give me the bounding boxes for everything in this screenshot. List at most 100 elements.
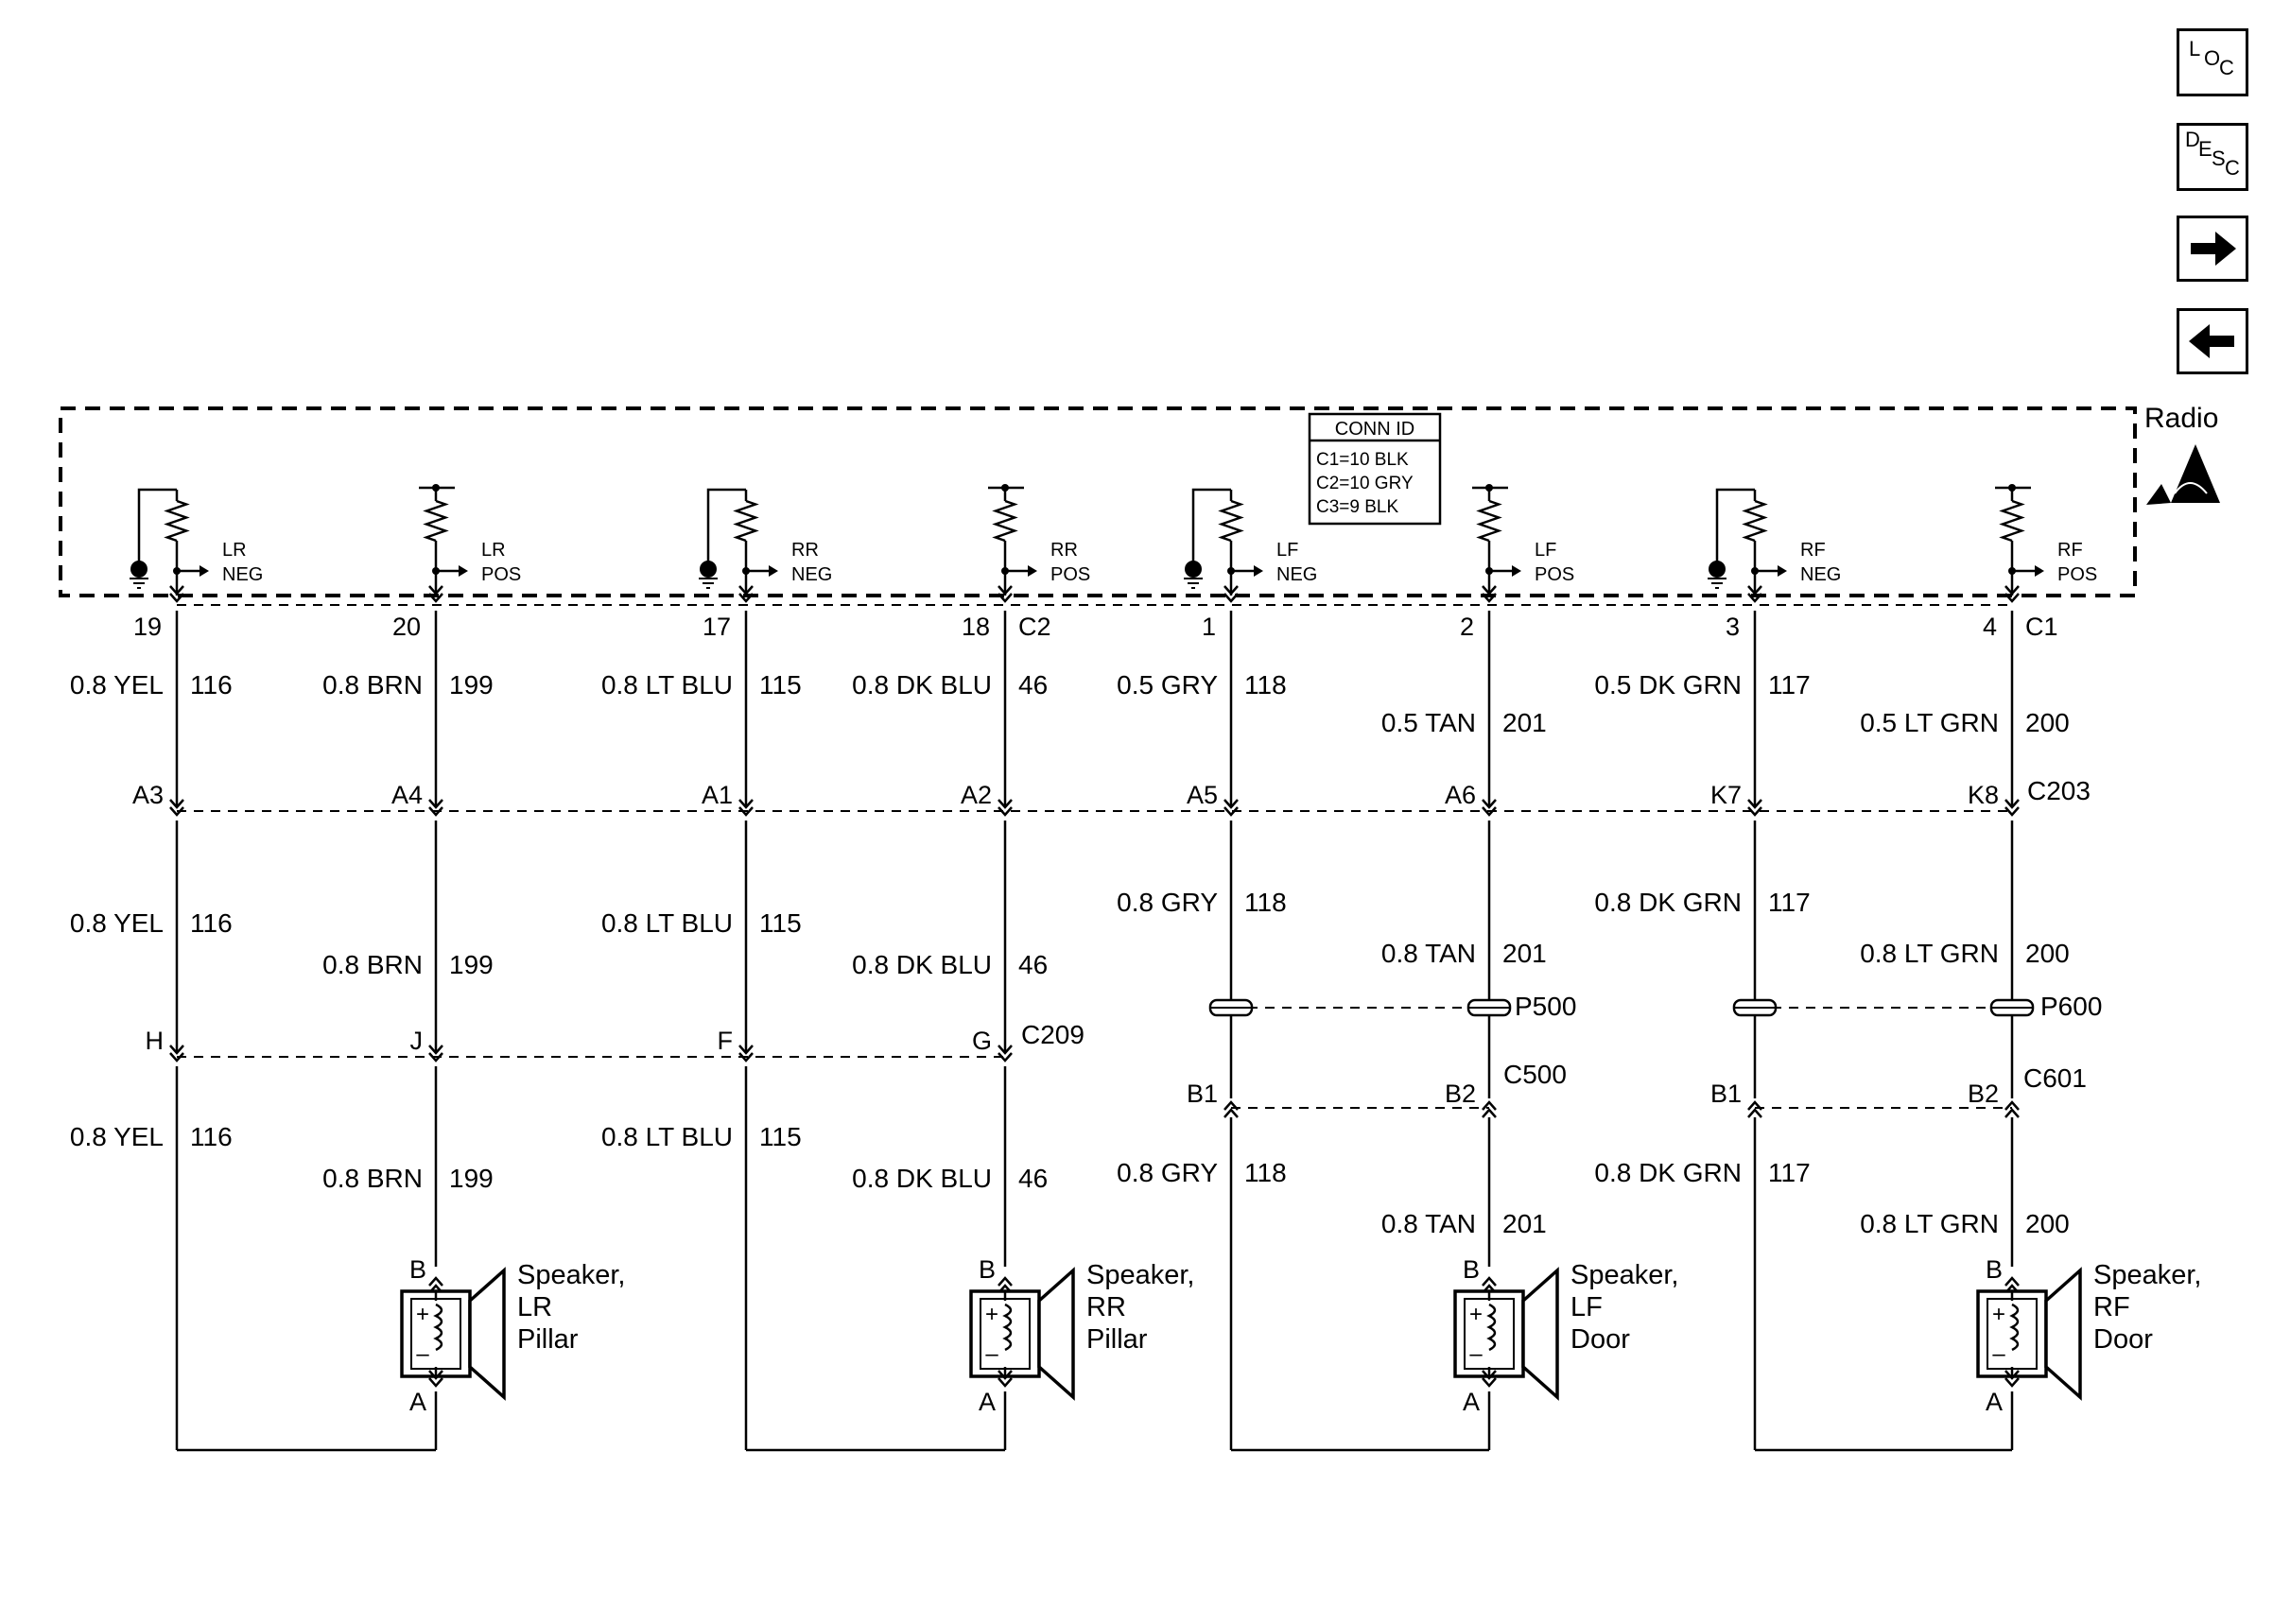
connector-terminal-icon [2004, 1370, 2020, 1388]
speaker-pin-a: A [1463, 1388, 1480, 1416]
wire-color-label: 0.8 YEL [70, 670, 164, 700]
connector-terminal-icon [1747, 799, 1762, 817]
ground-lead [137, 488, 177, 563]
wire-color-label: 0.8 LT BLU [601, 670, 733, 700]
conn-id-title: CONN ID [1335, 419, 1414, 440]
circuit-number: 46 [1018, 1164, 1048, 1193]
pin-number: 17 [703, 613, 731, 641]
next-button[interactable] [2177, 216, 2248, 282]
speaker-pin-b: B [1986, 1255, 2003, 1284]
wire-color-label: 0.8 BRN [322, 670, 423, 700]
wire-color-label: 0.8 BRN [322, 950, 423, 979]
wire-color-label: 0.8 BRN [322, 1164, 423, 1193]
speaker-name-line: Speaker, [1086, 1260, 1194, 1290]
connector-terminal-icon [738, 585, 754, 603]
wire-color-label: 0.5 TAN [1381, 708, 1476, 737]
wire-color-label: 0.8 TAN [1381, 1209, 1476, 1238]
c203-pin-label: A3 [132, 781, 164, 809]
wire-color-label: 0.8 YEL [70, 1122, 164, 1151]
speaker-pin-b: B [409, 1255, 426, 1284]
speaker-pin-b: B [1463, 1255, 1480, 1284]
right-arrow-icon [2191, 232, 2236, 266]
wire-color-label: 0.8 GRY [1117, 888, 1218, 917]
circuit-number: 116 [190, 908, 233, 938]
esd-hand-line [2174, 482, 2208, 494]
circuit-number: 46 [1018, 670, 1048, 700]
speaker-pin-a: A [1986, 1388, 2003, 1416]
speaker-minus-sign: – [1469, 1341, 1483, 1367]
pin-number: 1 [1202, 613, 1216, 641]
connector-terminal-icon [998, 799, 1013, 817]
pin-number: 3 [1726, 613, 1740, 641]
pin-number: 20 [392, 613, 421, 641]
connector-terminal-icon [1223, 585, 1239, 603]
ground-lead [1191, 488, 1231, 563]
circuit-number: 118 [1244, 888, 1287, 917]
connector-terminal-icon [998, 1370, 1013, 1388]
channel-name-label: RR [1050, 540, 1078, 561]
prev-button[interactable] [2177, 308, 2248, 374]
circuit-number: 46 [1018, 950, 1048, 979]
speaker-plus-sign: + [416, 1302, 429, 1327]
speaker-plus-sign: + [1469, 1302, 1483, 1327]
speaker-name-line: Speaker, [2093, 1260, 2201, 1290]
p600-label: P600 [2040, 992, 2102, 1021]
speaker-cone-icon [1037, 1267, 1075, 1401]
resistor-symbol [992, 499, 1018, 543]
p500-label: P500 [1515, 992, 1576, 1021]
circuit-number: 199 [449, 1164, 494, 1193]
speaker-minus-sign: – [1992, 1341, 2005, 1367]
circuit-number: 117 [1768, 888, 1811, 917]
connector-terminal-icon [428, 1370, 443, 1388]
nav-letter: O [2204, 46, 2220, 70]
speaker-coil-icon [2009, 1303, 2020, 1352]
connector-terminal-icon [1223, 799, 1239, 817]
speaker-name-line: Speaker, [517, 1260, 625, 1290]
connector-terminal-icon [428, 1045, 443, 1063]
wire-color-label: 0.8 DK BLU [852, 950, 992, 979]
channel-polarity-label: POS [1050, 564, 1090, 585]
channel-name-label: LF [1535, 540, 1556, 561]
pin-number: 2 [1460, 613, 1474, 641]
conn-id-line: C2=10 GRY [1316, 474, 1414, 493]
circuit-number: 115 [759, 670, 802, 700]
wiper-arrow-icon [200, 565, 209, 577]
circuit-number: 117 [1768, 1158, 1811, 1187]
c209-pin-label: G [972, 1027, 992, 1055]
speaker-plus-sign: + [1992, 1302, 2005, 1327]
c5xx-pin-label: B1 [1710, 1080, 1742, 1108]
connector-terminal-icon [428, 799, 443, 817]
wiper-arrow-icon [1778, 565, 1787, 577]
speaker-name-line: Pillar [1086, 1324, 1148, 1355]
circuit-number: 200 [2025, 939, 2070, 968]
circuit-number: 118 [1244, 670, 1287, 700]
channel-name-label: RF [2057, 540, 2083, 561]
c209-pin-label: F [718, 1027, 734, 1055]
ground-lead [1715, 488, 1755, 563]
c5xx-pin-label: B2 [1445, 1080, 1476, 1108]
circuit-number: 117 [1768, 670, 1811, 700]
wiper-arrow-icon [459, 565, 468, 577]
c209-pin-label: J [410, 1027, 424, 1055]
connector-terminal-icon [2004, 799, 2020, 817]
circuit-number: 115 [759, 1122, 802, 1151]
speaker-name-line: Pillar [517, 1324, 579, 1355]
c209-pin-label: H [146, 1027, 165, 1055]
channel-name-label: LF [1276, 540, 1298, 561]
connector-terminal-icon [2004, 1100, 2020, 1118]
c203-pin-label: K8 [1968, 781, 1999, 809]
c203-pin-label: K7 [1710, 781, 1742, 809]
connector-terminal-icon [428, 585, 443, 603]
speaker-coil-icon [1486, 1303, 1497, 1352]
connector-id-label: C2 [1018, 613, 1051, 641]
speaker-minus-sign: – [416, 1341, 429, 1367]
